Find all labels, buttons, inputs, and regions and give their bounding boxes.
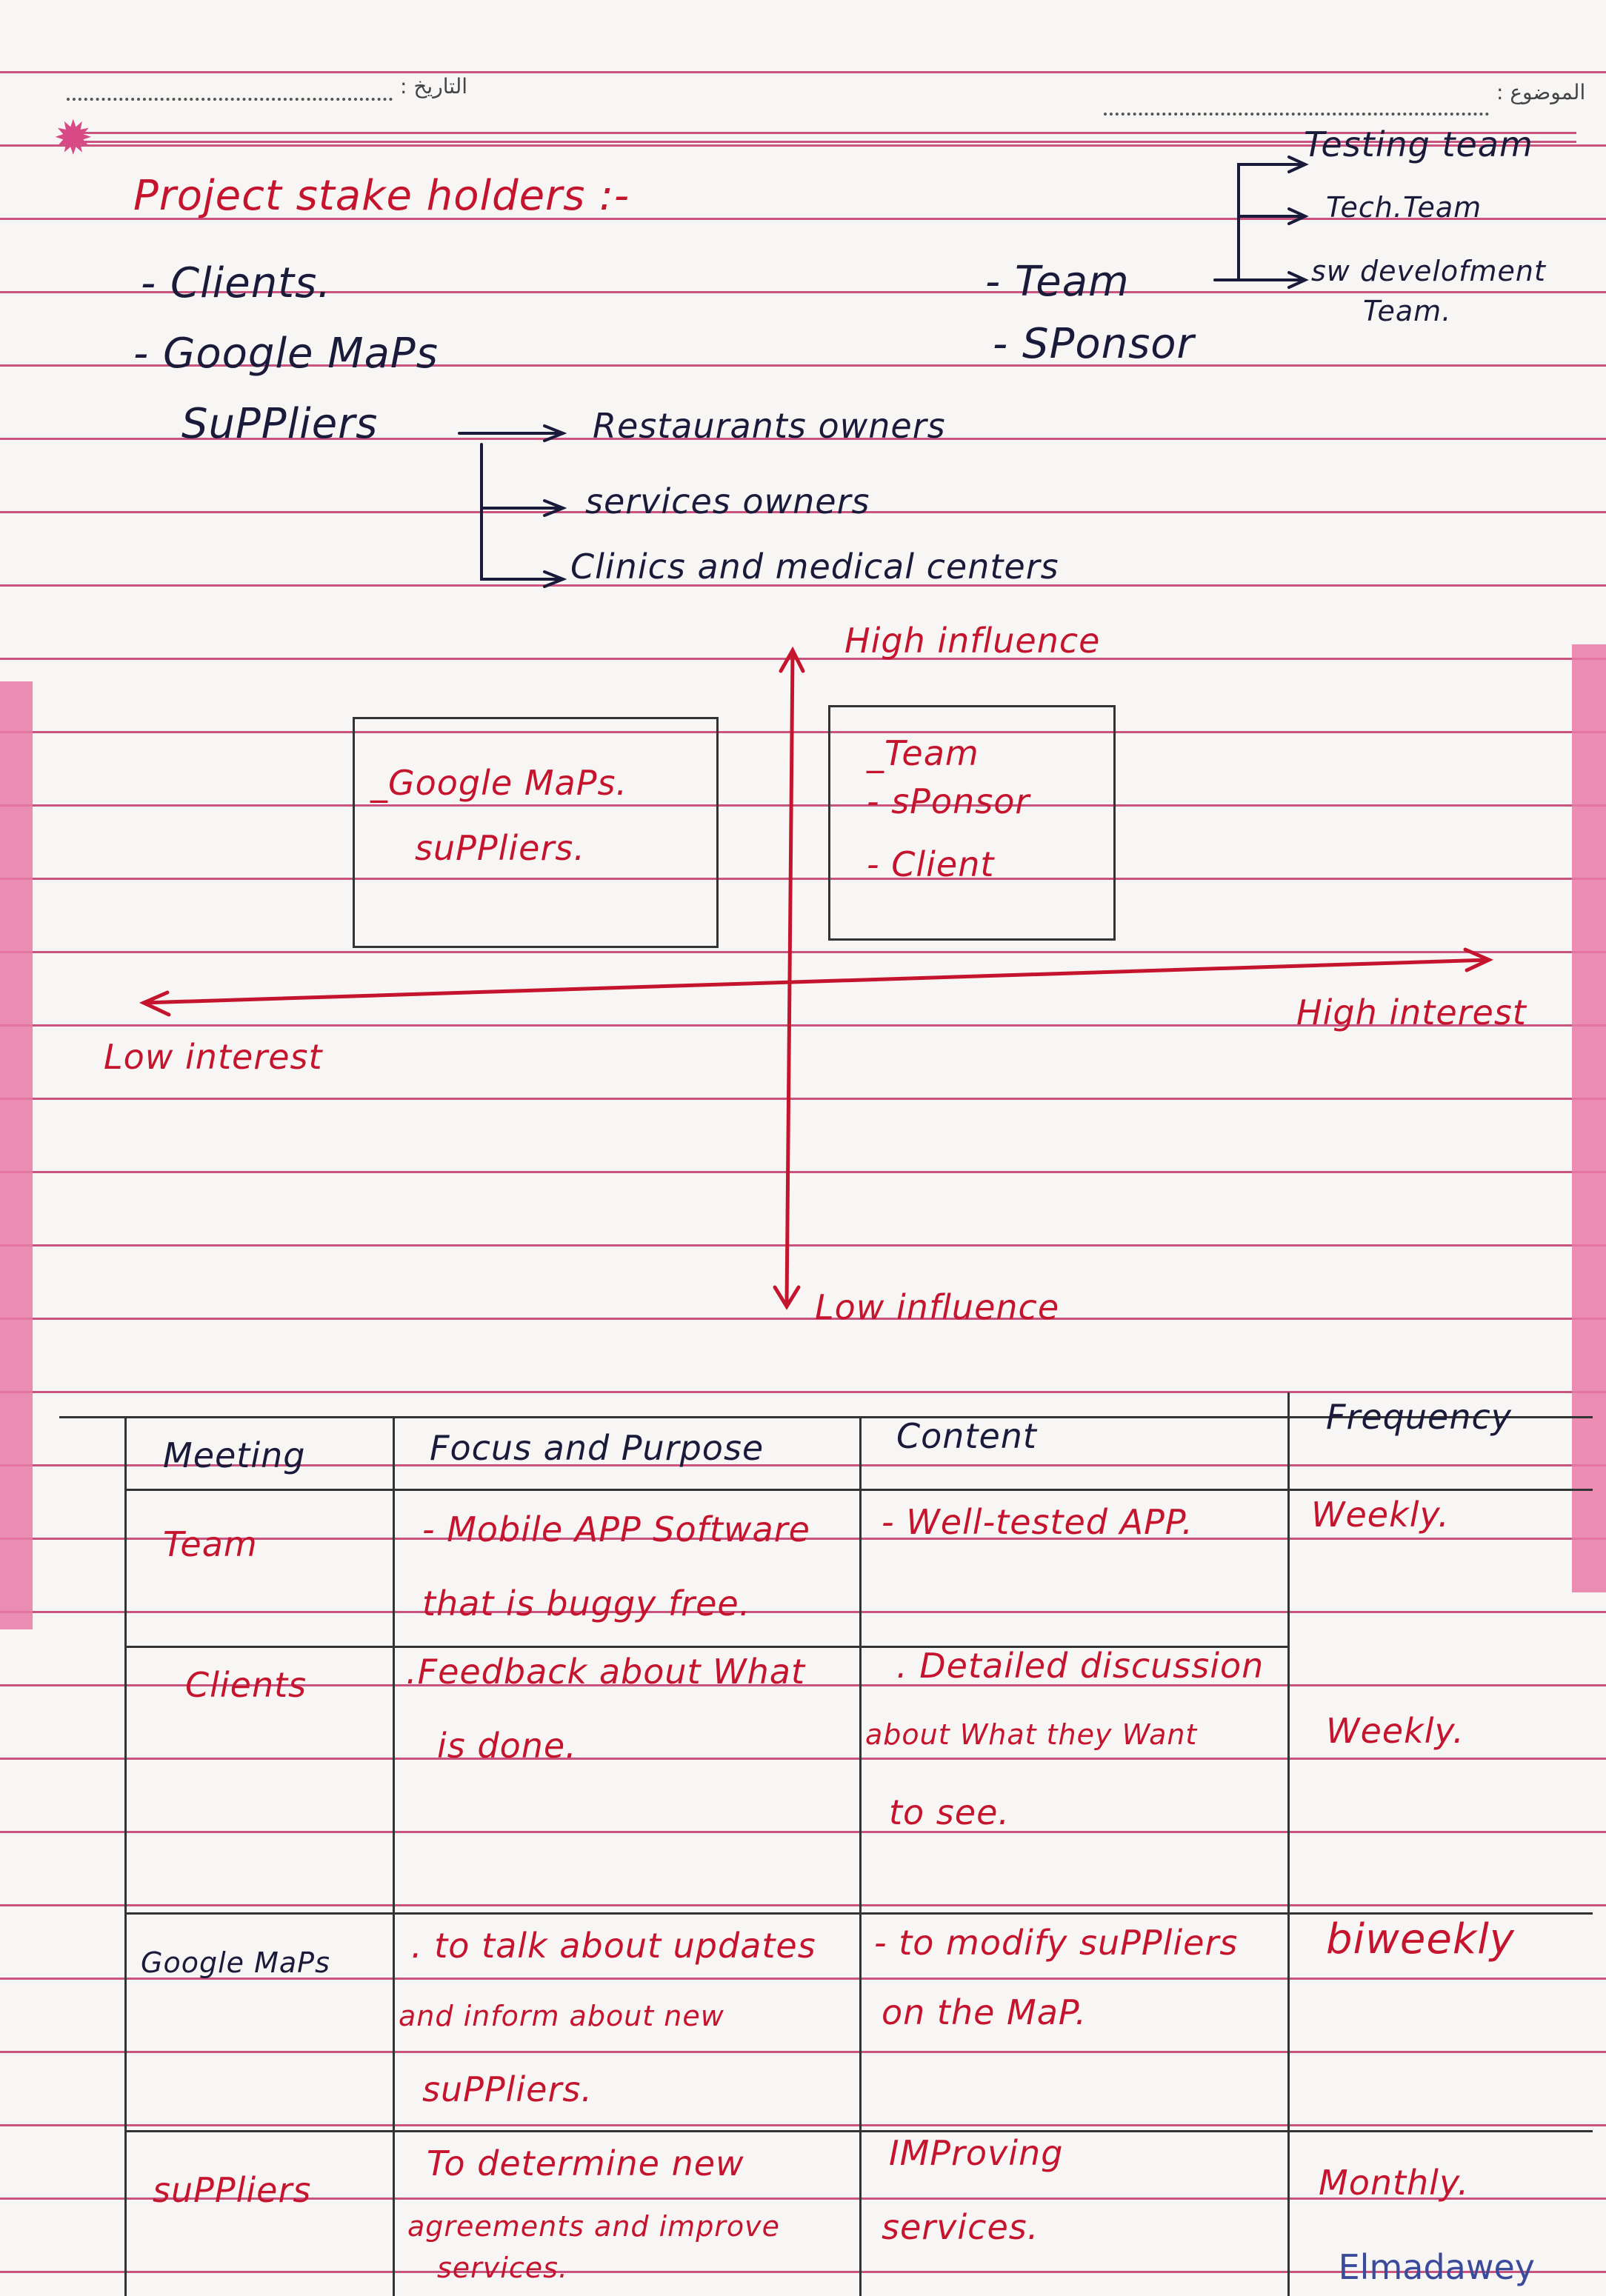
table-row-divider-3 [124,2130,1593,2132]
table-col-line-3 [859,1416,862,2296]
left-box-item-google-maps: _Google MaPs. [370,763,628,803]
arrow-sw-icon [1287,271,1309,289]
arrow-restaurants-icon [543,424,567,442]
row-team-content-1: - Well-tested APP. [882,1502,1193,1542]
row-clients-frequency: Weekly. [1326,1711,1465,1751]
row-googlemaps-frequency: biweekly [1326,1915,1515,1963]
list-item-suppliers: SuPPliers [181,400,379,448]
header-frequency: Frequency [1326,1397,1512,1437]
branch-restaurants: Restaurants owners [593,406,946,446]
row-team-frequency: Weekly. [1311,1495,1450,1535]
row-suppliers-purpose-2: agreements and improve [407,2210,781,2243]
branch-services: services owners [585,481,870,521]
list-item-clients: - Clients. [141,259,332,307]
branch-sw-development: sw develofment [1311,255,1546,287]
row-clients-content-1: . Detailed discussion [896,1646,1265,1686]
arrow-down-icon [773,1285,801,1310]
arrow-clinics-icon [543,570,567,588]
high-interest-label: High interest [1296,992,1527,1032]
branch-testing-team: Testing team [1304,124,1533,164]
row-suppliers-frequency: Monthly. [1319,2163,1470,2203]
team-bracket-line [1213,163,1305,281]
right-box-item-client: - Client [867,844,995,884]
date-label: التاريخ : [400,74,468,99]
arrow-right-icon [1463,947,1494,972]
row-clients-purpose-1: .Feedback about What [406,1652,806,1692]
branch-tech-team: Tech.Team [1326,191,1482,224]
row-googlemaps-meeting: Google MaPs [141,1946,330,1979]
subject-dotline [1104,113,1489,119]
low-influence-label: Low influence [815,1287,1060,1327]
table-row-divider-2 [124,1912,1593,1915]
right-box-item-team: _Team [867,733,979,773]
branch-clinics: Clinics and medical centers [570,547,1059,587]
row-suppliers-meeting: suPPliers [153,2170,312,2210]
suppliers-bracket-line [480,443,564,581]
row-suppliers-purpose-1: To determine new [427,2143,744,2183]
table-col-line-2 [393,1416,395,2296]
stakeholders-title: Project stake holders :- [133,172,630,220]
row-team-meeting: Team [163,1524,258,1564]
header-focus-purpose: Focus and Purpose [430,1428,764,1468]
row-team-purpose-2: that is buggy free. [422,1583,751,1623]
list-item-sponsor: - SPonsor [993,320,1195,368]
row-clients-content-2: about What they Want [865,1718,1198,1751]
table-header-divider [124,1489,1593,1491]
table-col-line-4 [1287,1392,1290,2296]
arrow-up-icon [779,646,805,673]
row-googlemaps-purpose-3: suPPliers. [422,2069,593,2109]
low-interest-label: Low interest [104,1037,323,1077]
row-team-purpose-1: - Mobile APP Software [422,1509,810,1549]
row-clients-meeting: Clients [185,1665,307,1705]
row-googlemaps-purpose-2: and inform about new [399,2000,724,2032]
row-googlemaps-purpose-1: . to talk about updates [411,1926,816,1966]
star-icon: ✹ [53,111,93,166]
arrow-tech-icon [1287,207,1309,225]
row-googlemaps-content-2: on the MaP. [882,1992,1087,2032]
right-box-item-sponsor: - sPonsor [867,781,1030,821]
branch-sw-development-team: Team. [1363,295,1452,327]
list-item-team: - Team [985,258,1130,306]
arrow-services-icon [543,499,567,517]
row-clients-purpose-2: is done. [437,1726,577,1766]
header-rule-2 [67,141,1576,143]
row-googlemaps-content-1: - to modify suPPliers [874,1923,1239,1963]
row-suppliers-purpose-3: services. [437,2252,568,2284]
arrow-left-icon [139,990,171,1017]
header-meeting: Meeting [163,1435,306,1475]
header-rule-1 [67,132,1576,134]
row-suppliers-content-1: IMProving [889,2133,1064,2173]
table-col-line-1 [124,1416,127,2296]
row-suppliers-content-2: services. [882,2207,1039,2247]
quadrant-box-low-interest [353,717,719,948]
page-edge-left [0,681,33,1629]
arrow-testing-icon [1287,156,1309,173]
quadrant-box-high-interest [828,705,1116,941]
watermark: Elmadawey [1338,2247,1535,2287]
date-dotline [67,98,393,104]
influence-axis-line [784,650,795,1306]
table-top-border [59,1416,1593,1418]
left-box-item-suppliers: suPPliers. [415,828,585,868]
interest-axis-line [141,958,1491,1005]
list-item-google-maps: - Google MaPs [133,330,439,378]
page-edge-right [1572,644,1606,1592]
header-content: Content [896,1416,1037,1456]
row-clients-content-3: to see. [889,1792,1010,1832]
subject-label: الموضوع : [1496,80,1586,104]
table-row-divider-1 [124,1646,1287,1648]
high-influence-label: High influence [844,621,1101,661]
